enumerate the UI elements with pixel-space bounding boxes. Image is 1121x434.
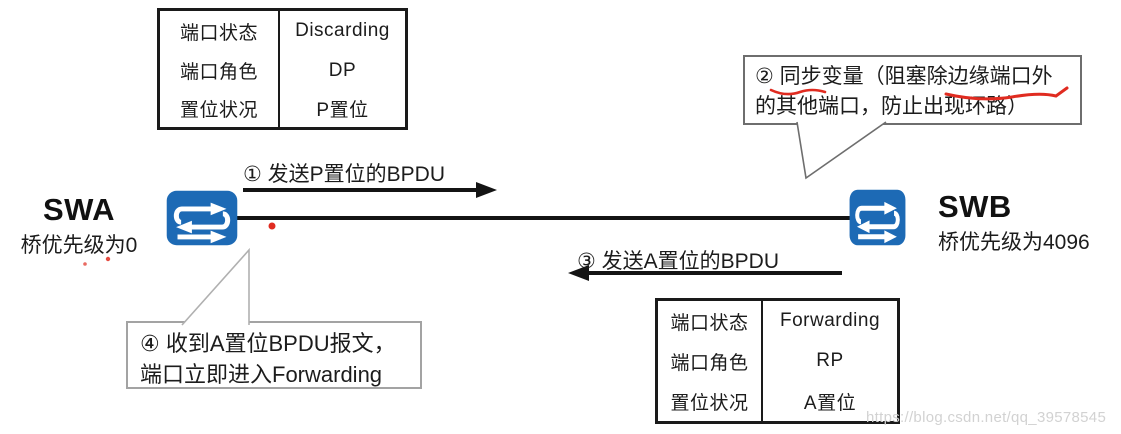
red-speck [83, 262, 87, 266]
device-name-swa: SWA [42, 192, 116, 227]
callout-step2-line2: 的其他端口，防止出现环路） [755, 95, 1028, 118]
table-cell: 置位状况 [658, 381, 763, 421]
table-header-cell: 端口状态 [658, 301, 763, 341]
port-state-table-forwarding: 端口状态 Forwarding 端口角色 RP 置位状况 A置位 [655, 298, 900, 424]
callout-step2-line1: ② 同步变量（阻塞除边缘端口外 [755, 65, 1053, 88]
device-name-swb: SWB [938, 189, 1012, 224]
table-header-cell: Forwarding [779, 310, 881, 331]
table-cell: RP [816, 350, 844, 371]
table-header-cell: 端口状态 [160, 11, 280, 51]
callout-step2-tail-outline [796, 121, 887, 180]
callout-step4-tail [182, 250, 249, 326]
device-priority-swa: 桥优先级为0 [20, 234, 138, 257]
table-cell: A置位 [803, 392, 857, 414]
callout-step4-tail-outline [181, 247, 250, 326]
table-cell: DP [328, 59, 357, 81]
table-cell: 端口角色 [658, 341, 763, 381]
device-label-swa: SWA 桥优先级为0 [0, 192, 158, 259]
switch-icon [166, 190, 238, 246]
watermark-url: https://blog.csdn.net/qq_39578545 [866, 409, 1107, 426]
message-step3-label: ③ 发送A置位的BPDU [577, 250, 780, 273]
arrow-step1-head-right-icon [476, 182, 497, 198]
table-cell: P置位 [316, 100, 369, 121]
callout-step4-line1: ④ 收到A置位BPDU报文， [140, 331, 396, 356]
red-dot-on-link [268, 222, 276, 230]
callout-step2-tail [797, 122, 886, 178]
callout-step4-line2: 端口立即进入Forwarding [140, 362, 383, 387]
switch-icon [849, 189, 906, 246]
table-cell: 端口角色 [160, 51, 280, 90]
table-header-cell: Discarding [295, 20, 390, 41]
port-state-table-discarding: 端口状态 Discarding 端口角色 DP 置位状况 P置位 [157, 8, 408, 130]
table-cell: 置位状况 [160, 90, 280, 127]
callout-step2-sync-variables: ② 同步变量（阻塞除边缘端口外 的其他端口，防止出现环路） [743, 55, 1082, 125]
device-label-swb: SWB 桥优先级为4096 [938, 189, 1090, 256]
device-priority-swb: 桥优先级为4096 [938, 231, 1090, 254]
callout-step4-receive-abpdu: ④ 收到A置位BPDU报文， 端口立即进入Forwarding [126, 321, 422, 389]
message-step1-label: ① 发送P置位的BPDU [243, 163, 446, 186]
